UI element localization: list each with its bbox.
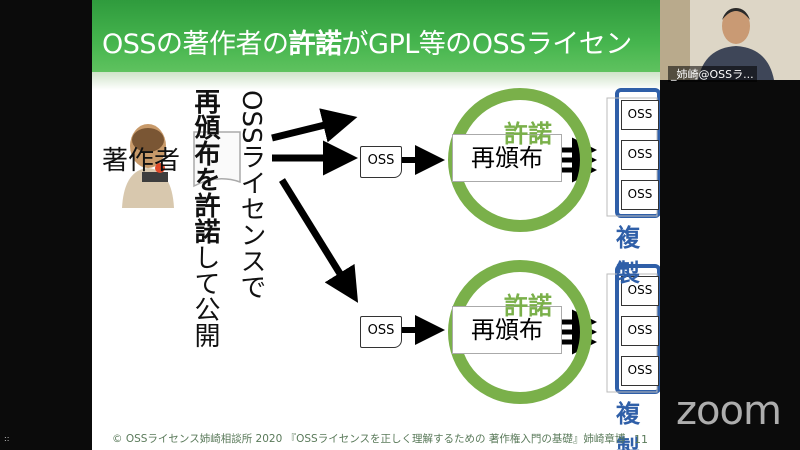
author-label: 著作者 [102, 146, 181, 176]
oss-copy-item: OSS [621, 140, 659, 170]
oss-copy-item: OSS [621, 276, 659, 306]
vertical-normal-text: して公開 [190, 244, 220, 348]
document-icon [193, 131, 241, 188]
participant-name: _姉崎@OSSラ... [668, 66, 757, 82]
permission-label: 許諾 [504, 120, 552, 148]
slide-title-bar: OSSの著作者の許諾がGPL等のOSSライセン [92, 0, 660, 72]
slide-title: OSSの著作者の許諾がGPL等のOSSライセン [102, 22, 632, 61]
title-part: がGPL等のOSSライセン [341, 29, 633, 60]
zoom-watermark: zoom [676, 388, 782, 434]
permission-label: 許諾 [504, 292, 552, 320]
participant-video[interactable] [660, 0, 800, 80]
copy-label: 複製 [616, 400, 640, 450]
author-figure-icon [122, 124, 174, 208]
vertical-bold-text: 再頒布を許諾 [190, 88, 220, 244]
title-part: OSSの著作者の [102, 29, 289, 60]
oss-copy-item: OSS [621, 356, 659, 386]
vertical-text-permission: 再頒布を許諾して公開 [186, 88, 224, 348]
vertical-text-license: OSSライセンスで [236, 90, 266, 300]
redistribution-box: 再頒布 [452, 306, 562, 354]
slide-footer: © OSSライセンス姉崎相談所 2020 『OSSライセンスを正しく理解するため… [112, 433, 626, 445]
oss-document: OSS [360, 316, 402, 348]
drag-handle-icon[interactable]: :: [4, 434, 10, 443]
oss-copy-item: OSS [621, 100, 659, 130]
oss-copy-item: OSS [621, 180, 659, 210]
redistribution-box: 再頒布 [452, 134, 562, 182]
title-bold-part: 許諾 [288, 29, 343, 60]
slide-page-number: 11 [634, 433, 648, 446]
diagram [271, 88, 660, 404]
title-gradient [92, 72, 660, 90]
presentation-slide: OSSの著作者の許諾がGPL等のOSSライセン 著作者 再頒布を許諾して公開 O… [92, 0, 660, 450]
oss-document: OSS [360, 146, 402, 178]
oss-copy-item: OSS [621, 316, 659, 346]
copy-label: 複製 [616, 224, 640, 287]
